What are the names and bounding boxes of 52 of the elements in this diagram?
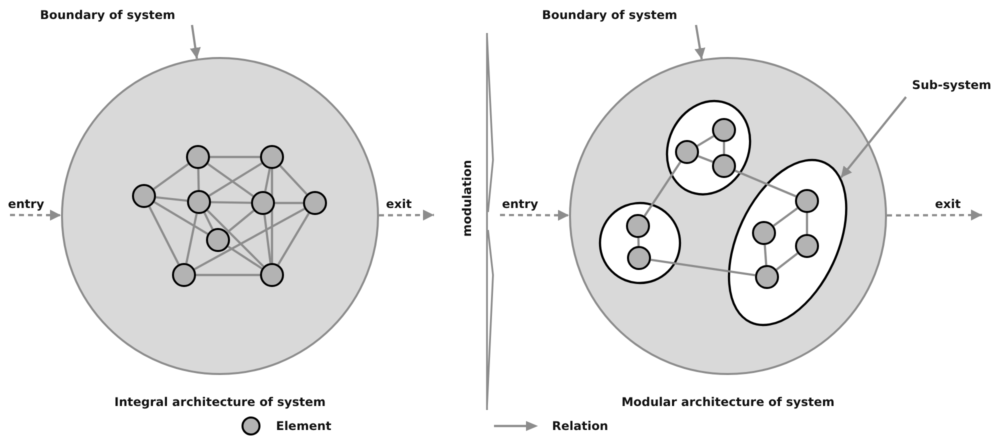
- relation-line: [154, 201, 208, 235]
- relation-line: [210, 156, 260, 158]
- relation-line: [644, 161, 682, 217]
- relation-line: [696, 135, 714, 147]
- leader-arrow: [694, 24, 706, 60]
- leader-arrow: [190, 24, 201, 59]
- relation-line: [277, 212, 310, 266]
- legend-label: Element: [276, 419, 332, 434]
- relation-line: [185, 214, 198, 264]
- flow-label: entry: [502, 197, 538, 212]
- relation-line: [279, 165, 308, 195]
- relation-line: [806, 213, 808, 234]
- relation-line: [203, 212, 214, 230]
- flow-arrow: [379, 210, 434, 221]
- callout-label: Boundary of system: [542, 8, 678, 23]
- relation-line: [650, 258, 756, 276]
- relation-line: [206, 210, 264, 268]
- relation-line: [776, 252, 798, 270]
- relation-line: [228, 246, 262, 270]
- flow-arrow: [500, 210, 569, 221]
- flow-label: entry: [8, 197, 44, 212]
- relation-line: [197, 168, 200, 190]
- relation-line: [270, 169, 274, 263]
- flow-arrow: [10, 210, 61, 221]
- callout-label: Boundary of system: [40, 8, 176, 23]
- diagram-caption: Integral architecture of system: [114, 395, 326, 410]
- flow-label: exit: [935, 197, 961, 212]
- relation-line: [734, 170, 796, 198]
- relation-line: [194, 208, 306, 270]
- relation-line: [210, 201, 252, 204]
- legend-label: Relation: [552, 419, 608, 434]
- relation-line: [264, 168, 271, 192]
- flow-arrow: [887, 210, 982, 221]
- relation-line: [207, 163, 254, 197]
- relation-line: [156, 196, 188, 202]
- relation-line: [637, 238, 640, 246]
- diagram-caption: Modular architecture of system: [621, 395, 835, 410]
- leader-arrow: [840, 96, 907, 178]
- relation-line: [153, 163, 189, 190]
- relation-line: [722, 142, 726, 154]
- relation-line: [196, 274, 260, 276]
- relation-line: [772, 207, 798, 227]
- relation-line: [263, 214, 272, 264]
- relation-line: [698, 155, 714, 163]
- flow-label: exit: [386, 197, 412, 212]
- relation-line: [226, 210, 254, 234]
- relation-line: [148, 206, 180, 265]
- relation-line: [275, 202, 303, 204]
- relation-line: [764, 244, 768, 266]
- callout-label: Sub-system: [912, 78, 992, 93]
- relation-line: [208, 162, 262, 197]
- rotated-label: modulation: [460, 160, 475, 237]
